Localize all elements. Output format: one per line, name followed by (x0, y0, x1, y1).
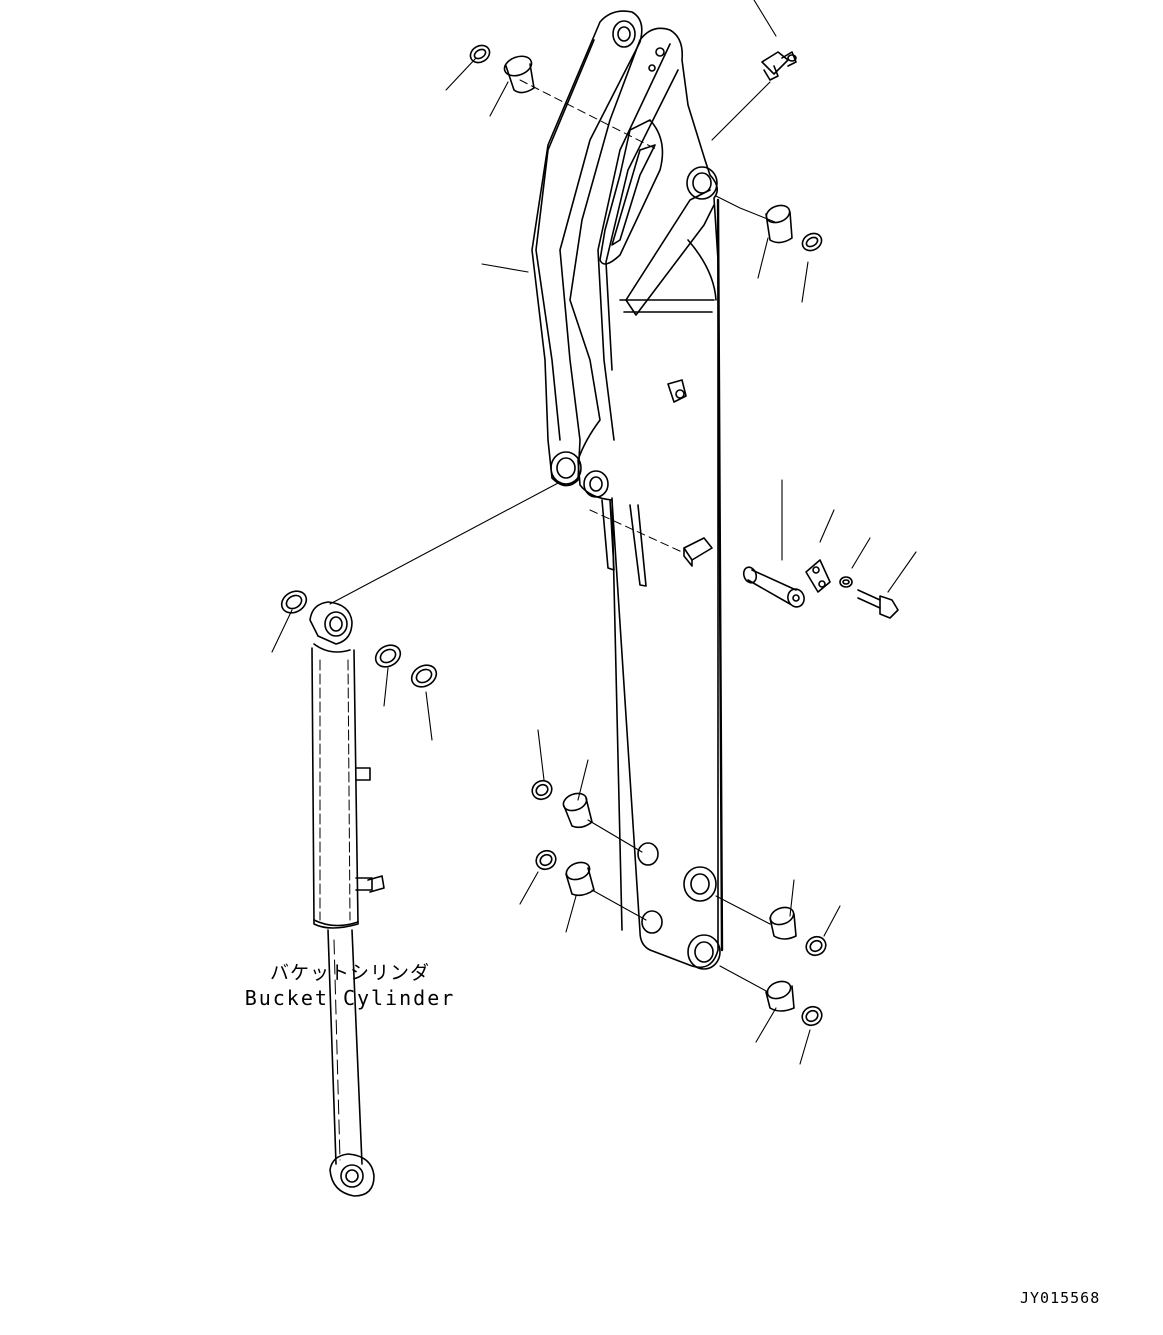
bushing-lower-1 (562, 792, 593, 829)
bucket-cylinder (309, 601, 385, 1197)
leader-lines (271, 0, 917, 1065)
alignment-lines (519, 79, 683, 553)
bushing-lower-3 (769, 906, 797, 940)
plate (805, 559, 831, 593)
bushing-upper-right (765, 204, 793, 244)
pin (742, 566, 805, 608)
washer (839, 576, 853, 588)
bucket-cylinder-label-jp: バケットシリンダ (269, 962, 430, 984)
arm (531, 10, 724, 970)
bolt (857, 589, 899, 619)
bushing-top (503, 55, 535, 94)
bushing-lower-4 (765, 980, 795, 1012)
reference-code: JY015568 (1020, 1289, 1101, 1307)
bucket-cylinder-label-en: Bucket Cylinder (244, 986, 456, 1010)
seal-rings (280, 44, 827, 1027)
bushing-lower-2 (565, 861, 595, 897)
grease-fitting (761, 51, 797, 81)
